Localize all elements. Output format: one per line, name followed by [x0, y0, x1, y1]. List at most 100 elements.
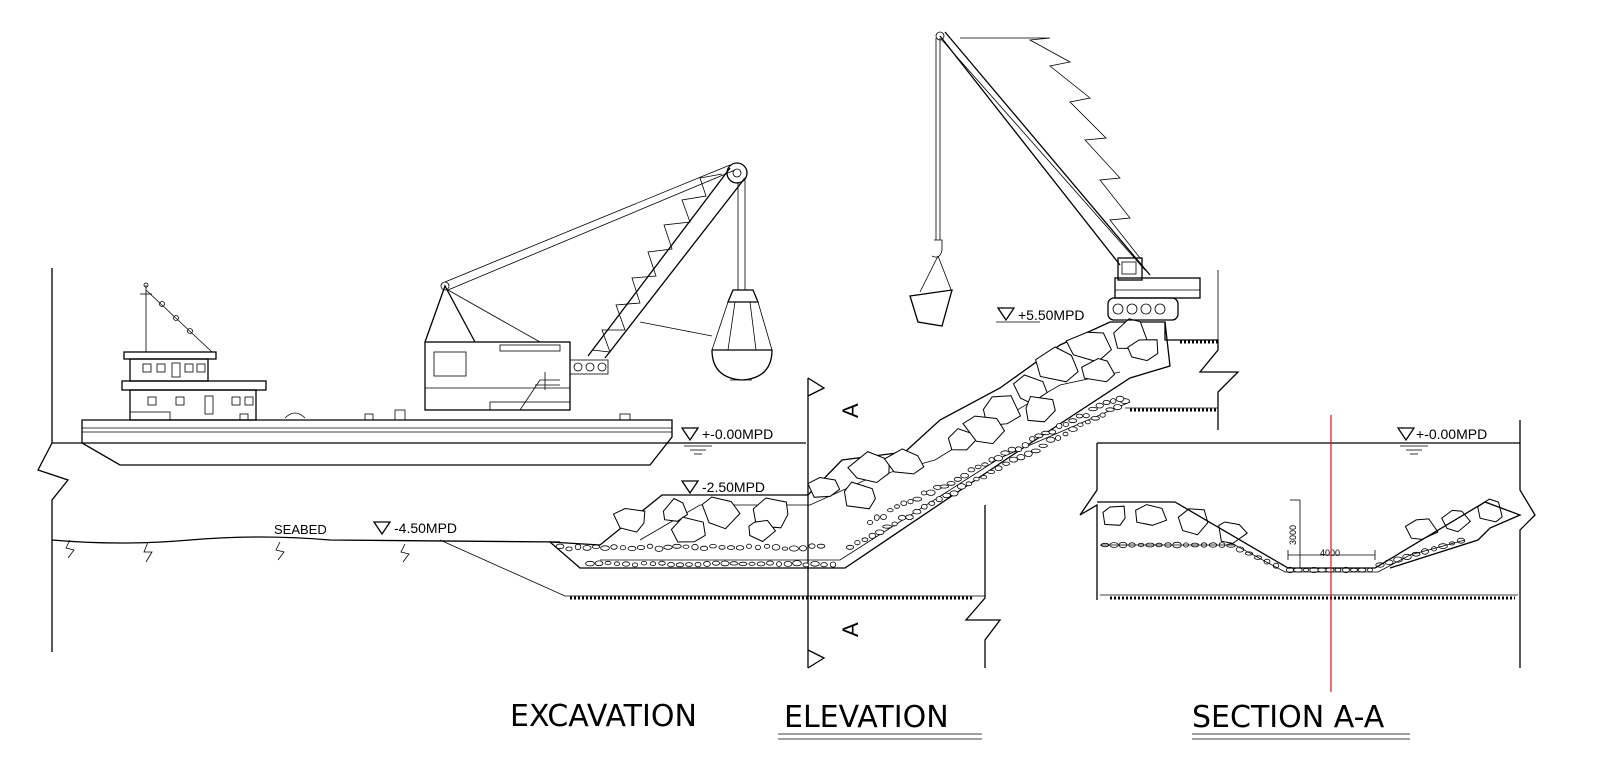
- filter-stone: [967, 467, 976, 473]
- filter-stone: [816, 543, 826, 549]
- filter-stone: [1090, 415, 1100, 421]
- filter-stone: [1068, 426, 1078, 432]
- filter-stone: [829, 561, 837, 568]
- filter-stone: [810, 560, 820, 567]
- filter-stone: [685, 562, 693, 567]
- filter-stone: [920, 503, 928, 510]
- filter-stone: [953, 476, 962, 482]
- filter-stone: [682, 544, 690, 549]
- armour-rock: [847, 451, 890, 484]
- filter-stone: [619, 545, 627, 551]
- filter-stone: [667, 561, 675, 568]
- filter-stone: [925, 489, 936, 496]
- crawler-crane: [909, 31, 1201, 327]
- left-break-line: [37, 268, 70, 652]
- filter-stone: [792, 560, 802, 567]
- filter-stone: [845, 544, 855, 550]
- filter-stone: [574, 543, 582, 551]
- filter-stone: [875, 529, 885, 536]
- filter-stone: [1367, 567, 1373, 573]
- filter-stone: [781, 546, 789, 551]
- armour-rock: [701, 496, 741, 530]
- armour-rock: [1127, 339, 1159, 362]
- filter-stone: [820, 562, 828, 568]
- filter-stone: [604, 560, 612, 566]
- filter-stone: [935, 496, 943, 503]
- filter-stone: [675, 562, 685, 568]
- armour-rock: [612, 507, 646, 533]
- filter-stone: [868, 532, 876, 539]
- filter-stone: [614, 561, 621, 566]
- filter-stone: [672, 543, 682, 549]
- filter-stone: [1082, 413, 1090, 419]
- armour-rock: [1025, 395, 1056, 423]
- barge: [81, 282, 673, 466]
- filter-stone: [928, 500, 936, 506]
- title-section-group: SECTION A-A: [1192, 700, 1410, 740]
- filter-stone: [965, 481, 973, 487]
- filter-stone: [1041, 430, 1051, 436]
- filter-stone: [1084, 419, 1091, 425]
- filter-stone: [729, 561, 739, 566]
- armour-rock: [807, 476, 841, 498]
- filter-stone: [703, 560, 711, 567]
- level-marker-water-left: +-0.00MPD: [680, 426, 773, 455]
- level-crest-label: +5.50MPD: [1018, 307, 1085, 323]
- title-elevation: ELEVATION: [784, 700, 949, 735]
- section-mark-bottom: A: [838, 622, 863, 637]
- armour-rock: [1081, 357, 1116, 383]
- section-cut-a-a: A A: [807, 377, 863, 669]
- filter-stone: [694, 561, 702, 568]
- filter-stone: [636, 545, 646, 551]
- filter-stone: [907, 498, 914, 505]
- filter-stone: [949, 490, 959, 497]
- filter-stone: [627, 545, 637, 552]
- filter-stone: [973, 476, 980, 482]
- filter-stone: [776, 561, 782, 567]
- armour-rock: [1065, 331, 1113, 363]
- armour-rock: [1102, 505, 1126, 526]
- level-marker-crest: +5.50MPD: [996, 307, 1085, 323]
- filter-stone: [756, 561, 766, 567]
- level-bench-label: -2.50MPD: [702, 479, 765, 495]
- filter-stone: [1021, 442, 1030, 449]
- filter-stone: [1393, 556, 1403, 563]
- filter-stone: [594, 560, 604, 567]
- armour-rock: [1177, 508, 1209, 536]
- filter-stone: [582, 545, 592, 551]
- filter-stone: [905, 514, 914, 520]
- filter-stone: [709, 544, 717, 549]
- filter-stone: [873, 514, 880, 521]
- barge-crane: [424, 162, 773, 411]
- filter-stone: [649, 561, 657, 567]
- filter-stone: [712, 560, 720, 566]
- filter-stone: [727, 545, 736, 550]
- filter-stone: [1062, 431, 1069, 437]
- filter-stone: [1034, 433, 1044, 439]
- filter-stone: [622, 561, 631, 567]
- filter-stone: [799, 545, 808, 552]
- filter-stone: [1115, 395, 1125, 402]
- filter-stone: [663, 544, 673, 550]
- armour-rock: [662, 497, 689, 522]
- filter-stone: [994, 465, 1003, 472]
- filter-stone: [1303, 567, 1310, 573]
- filter-stone: [738, 561, 748, 567]
- filter-stone: [1099, 412, 1106, 418]
- level-water-right-label: +-0.00MPD: [1416, 426, 1487, 442]
- filter-stone: [1095, 402, 1104, 409]
- filter-stone: [1113, 404, 1122, 411]
- filter-stone: [1105, 407, 1115, 412]
- filter-stone: [1002, 461, 1010, 466]
- filter-stone: [993, 455, 1004, 462]
- filter-stone: [600, 545, 610, 551]
- title-excavation: EXCAVATION: [510, 699, 697, 734]
- filter-stone: [1334, 567, 1342, 573]
- filter-stone: [898, 514, 907, 521]
- filter-stone: [771, 544, 781, 551]
- filter-stone: [1068, 418, 1078, 424]
- dim-width-label: 4000: [1320, 548, 1340, 558]
- filter-stone: [555, 543, 565, 550]
- filter-stone: [1077, 422, 1084, 427]
